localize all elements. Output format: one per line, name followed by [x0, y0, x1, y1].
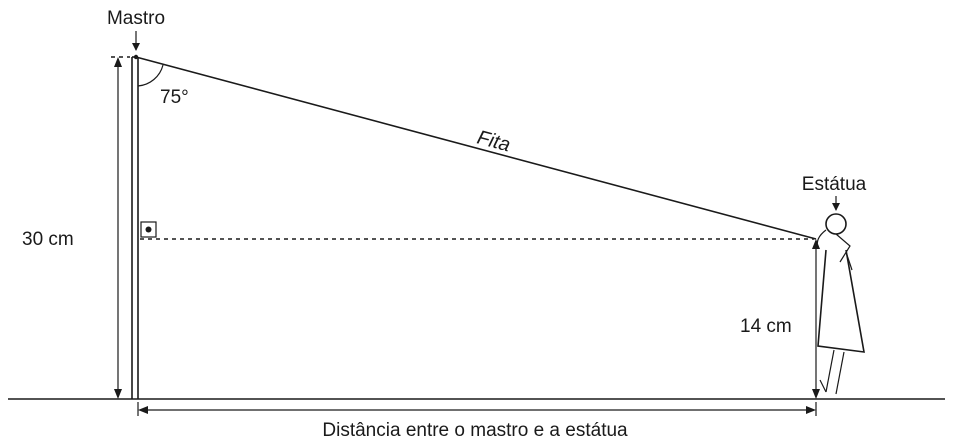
- mast-height-label: 30 cm: [22, 229, 74, 250]
- right-angle-marker: [140, 221, 157, 238]
- statue-height-dimension: [812, 239, 820, 399]
- statue-height-label: 14 cm: [740, 316, 792, 337]
- statue-label: Estátua: [802, 174, 867, 195]
- statue-figure: [816, 213, 865, 395]
- distance-label: Distância entre o mastro e a estátua: [322, 420, 628, 441]
- angle-arc: [137, 64, 164, 87]
- angle-label: 75°: [160, 87, 189, 108]
- mast-height-dimension: [111, 56, 130, 399]
- distance-dimension: [137, 402, 817, 416]
- tape-line: [135, 56, 817, 240]
- mast: [131, 56, 139, 399]
- tape-label: Fita: [475, 127, 513, 157]
- mast-label: Mastro: [107, 8, 165, 29]
